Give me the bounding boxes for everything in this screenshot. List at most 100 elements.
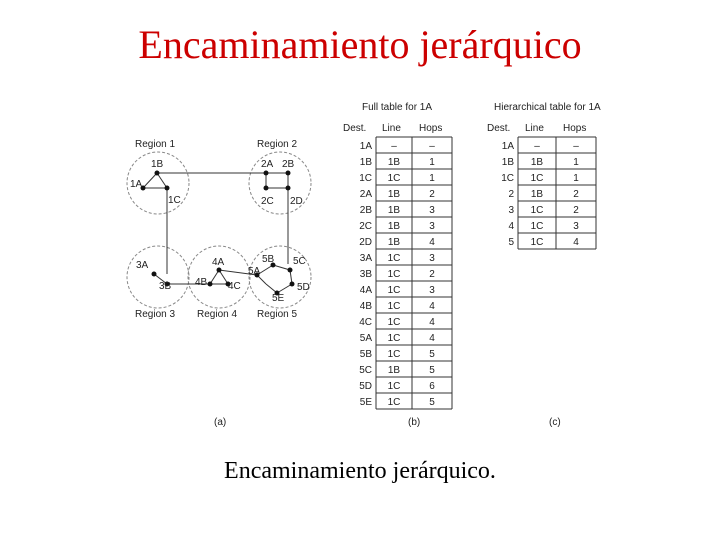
table-cell: 1C (388, 349, 401, 360)
full-table-header: Line (382, 123, 401, 134)
table-cell: 1C (388, 285, 401, 296)
table-cell: 1B (360, 157, 373, 168)
region-labels: Region 1 Region 2 Region 3 Region 4 Regi… (135, 139, 297, 320)
hier-table-header: Line (525, 123, 544, 134)
table-cell: 3 (429, 253, 435, 264)
full-table-header: Hops (419, 123, 442, 134)
region-4-circle (187, 245, 251, 309)
node-label: 3B (159, 281, 172, 292)
table-cell: 1B (388, 189, 401, 200)
region-circles (126, 151, 312, 309)
table-cell: 1B (531, 157, 544, 168)
table-cell: 5B (360, 349, 373, 360)
table-cell: 1B (388, 157, 401, 168)
node-label: 2C (261, 196, 274, 207)
node-3A (151, 271, 157, 277)
node-label: 1B (151, 159, 164, 170)
node-label: 5D (297, 282, 310, 293)
table-cell: 2C (359, 221, 372, 232)
table-cell: 2 (573, 189, 579, 200)
table-cell: 1 (429, 157, 435, 168)
node-label: 4B (195, 277, 208, 288)
table-cell: 6 (429, 381, 435, 392)
table-cell: 3 (429, 205, 435, 216)
table-cell: 5E (360, 397, 373, 408)
node-4C (225, 281, 231, 287)
table-cell: 1C (531, 237, 544, 248)
node-label: 3A (136, 260, 149, 271)
region-label-3: Region 3 (135, 309, 175, 320)
node-2B (285, 170, 291, 176)
node-2D (285, 185, 291, 191)
table-cell: 2A (360, 189, 373, 200)
table-cell: 1B (388, 221, 401, 232)
links (142, 172, 293, 294)
table-cell: 1 (573, 157, 579, 168)
table-cell: 4B (360, 301, 373, 312)
table-cell: 1C (531, 205, 544, 216)
slide-title: Encaminamiento jerárquico (138, 22, 582, 67)
node-label: 5A (248, 266, 261, 277)
node-label: 4C (228, 281, 241, 292)
region-5-circle (248, 245, 312, 309)
table-cell: 2 (573, 205, 579, 216)
table-cell: 3 (429, 221, 435, 232)
table-cell: 3A (360, 253, 373, 264)
table-cell: 5 (508, 237, 514, 248)
node-5D (289, 281, 295, 287)
table-cell: 4 (573, 237, 579, 248)
node-3B (164, 281, 170, 287)
table-cell: 3B (360, 269, 373, 280)
table-cell: 2 (429, 269, 435, 280)
table-cell: 1 (429, 173, 435, 184)
node-label: 2D (290, 196, 303, 207)
hier-table-header: Hops (563, 123, 586, 134)
table-cell: 1C (388, 173, 401, 184)
node-1B (154, 170, 160, 176)
hier-table: Hierarchical table for 1A Dest. Line Hop… (487, 102, 601, 250)
table-cell: 2D (359, 237, 372, 248)
table-cell: 3 (508, 205, 514, 216)
table-cell: – (573, 141, 579, 152)
table-cell: 5C (359, 365, 372, 376)
node-5A (254, 272, 260, 278)
node-2A (263, 170, 269, 176)
table-cell: 1 (573, 173, 579, 184)
table-cell: 3 (573, 221, 579, 232)
table-cell: 1C (531, 221, 544, 232)
node-5C (287, 267, 293, 273)
region-3-circle (126, 245, 190, 309)
nodes (140, 170, 295, 296)
table-cell: 1A (502, 141, 515, 152)
table-cell: 1B (531, 189, 544, 200)
region-label-4: Region 4 (197, 309, 237, 320)
table-cell: – (391, 141, 397, 152)
node-4A (216, 267, 222, 273)
node-label: 2B (282, 159, 295, 170)
node-labels: 1B 1A 1C 2A 2B 2C 2D 3A 3B 4A 4B 4C 5A 5… (130, 159, 310, 304)
table-cell: 1C (388, 301, 401, 312)
node-5B (270, 262, 276, 268)
region-1-circle (126, 151, 190, 215)
table-cell: 2B (360, 205, 373, 216)
table-cell: 4 (508, 221, 514, 232)
table-cell: 3 (429, 285, 435, 296)
hier-table-title: Hierarchical table for 1A (494, 102, 601, 113)
region-label-1: Region 1 (135, 139, 175, 150)
node-1A (140, 185, 146, 191)
table-cell: – (429, 141, 435, 152)
full-table-header: Dest. (343, 123, 366, 134)
node-label: 1C (168, 195, 181, 206)
table-cell: 4C (359, 317, 372, 328)
table-cell: 5 (429, 365, 435, 376)
table-cell: 1C (501, 173, 514, 184)
region-label-2: Region 2 (257, 139, 297, 150)
table-cell: 1B (388, 205, 401, 216)
table-cell: 1C (531, 173, 544, 184)
table-cell: 1B (388, 365, 401, 376)
table-cell: 1C (359, 173, 372, 184)
table-cell: 1C (388, 253, 401, 264)
table-cell: 5 (429, 349, 435, 360)
table-cell: 1C (388, 269, 401, 280)
